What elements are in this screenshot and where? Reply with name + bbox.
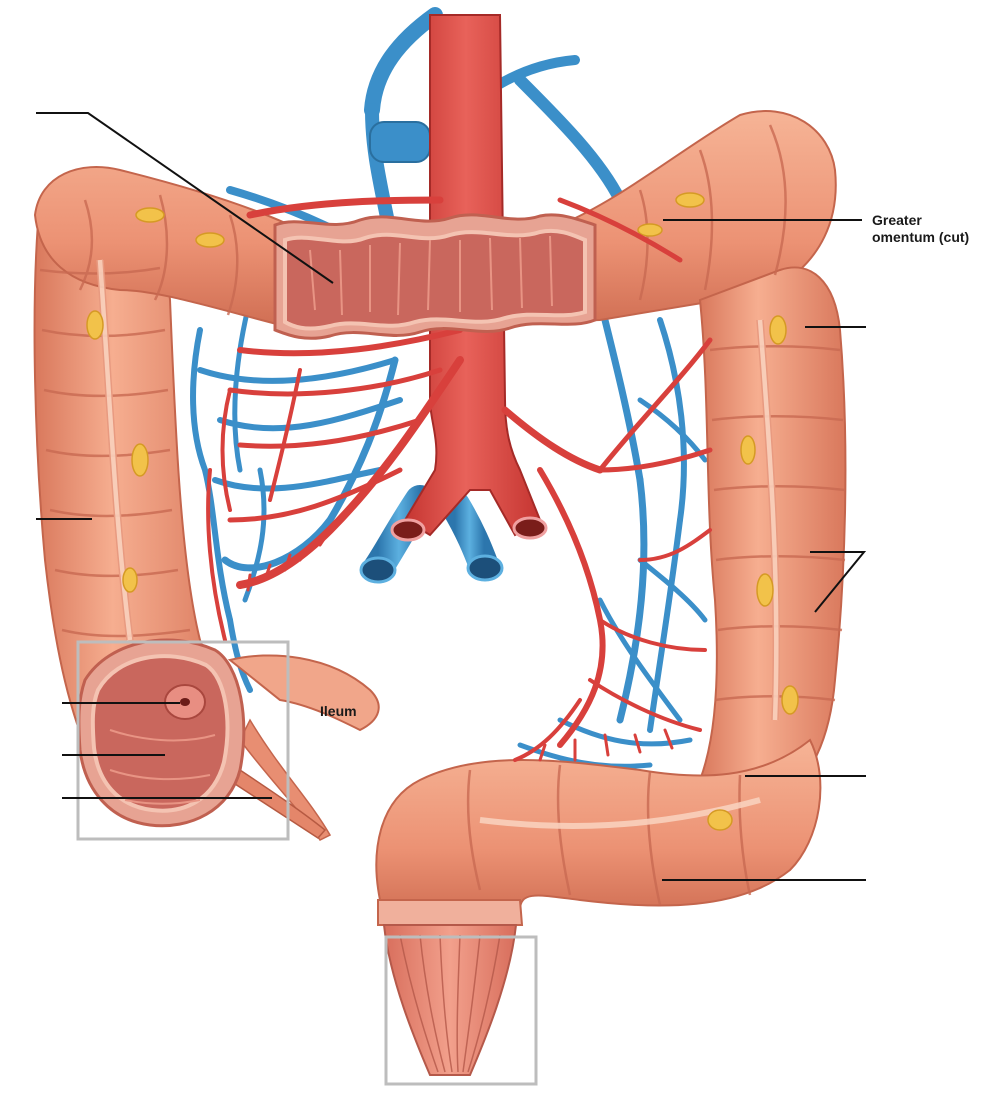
- veins: [190, 7, 708, 769]
- cecum-cutaway: [77, 638, 380, 841]
- ileum-label: Ileum: [320, 703, 357, 719]
- leader-lines: [36, 112, 867, 881]
- callout-box-anal-canal: [384, 935, 538, 1086]
- callout-box-cecum: [76, 640, 290, 841]
- rectum: [377, 899, 524, 1076]
- colon: [33, 110, 847, 922]
- artery-branches: [206, 196, 713, 762]
- greater-omentum-label-line2: omentum (cut): [872, 229, 970, 245]
- transverse-colon-cut: [273, 213, 597, 340]
- greater-omentum-label-line1: Greater: [872, 212, 922, 228]
- greater-omentum-label: Greater omentum (cut): [872, 212, 969, 246]
- leader-line-transverse-colon: [36, 112, 334, 284]
- leader-line-taeniae-coli: [810, 551, 867, 613]
